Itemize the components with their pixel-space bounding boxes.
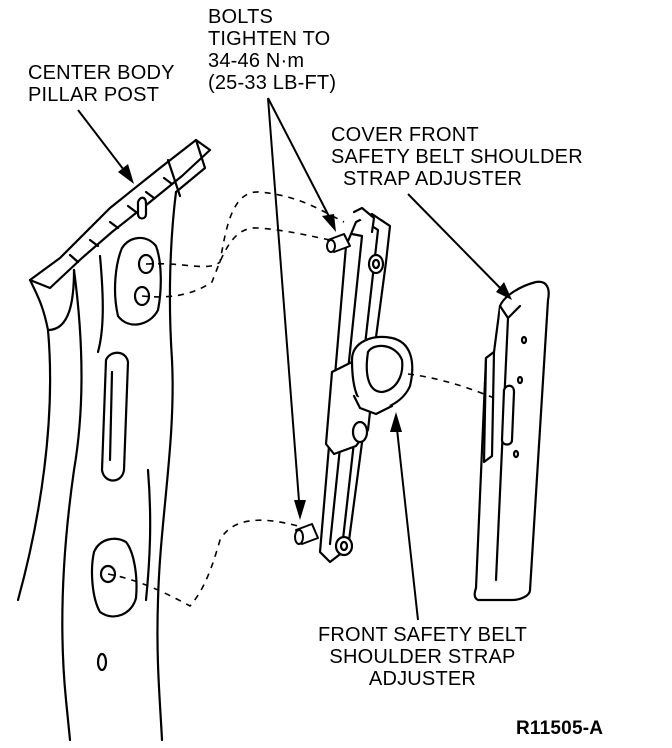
pillar-line-2: PILLAR POST <box>28 84 160 106</box>
pillar-line-1: CENTER BODY <box>28 62 175 84</box>
cover-line-1: COVER FRONT <box>331 124 479 146</box>
upper-bolt <box>327 234 350 252</box>
adjuster-cover <box>475 282 549 600</box>
cover-line-3: STRAP ADJUSTER <box>343 168 523 190</box>
bolts-line-4: (25-33 LB-FT) <box>208 72 337 94</box>
adjuster-callout: FRONT SAFETY BELT SHOULDER STRAP ADJUSTE… <box>318 624 527 690</box>
shoulder-strap-adjuster <box>320 208 412 562</box>
cover-line-2: SAFETY BELT SHOULDER <box>331 146 583 168</box>
figure-id: R11505-A <box>516 718 604 739</box>
arrow-heads <box>118 164 512 520</box>
adjuster-line-1: FRONT SAFETY BELT <box>318 624 527 646</box>
adjuster-line-3: ADJUSTER <box>368 668 477 690</box>
adjuster-line-2: SHOULDER STRAP <box>329 646 516 668</box>
bolts-line-1: BOLTS <box>208 6 274 28</box>
alignment-lines <box>108 192 494 606</box>
lower-bolt <box>295 524 318 544</box>
center-body-pillar-post <box>18 140 210 740</box>
pillar-callout: CENTER BODY PILLAR POST <box>28 62 175 106</box>
bolts-callout: BOLTS TIGHTEN TO 34-46 N·m (25-33 LB-FT) <box>208 6 336 94</box>
bolts <box>295 234 350 544</box>
cover-callout: COVER FRONT SAFETY BELT SHOULDER STRAP A… <box>331 124 583 190</box>
bolts-line-2: TIGHTEN TO <box>208 28 331 50</box>
leader-lines <box>78 98 508 620</box>
bolts-line-3: 34-46 N·m <box>208 50 305 72</box>
